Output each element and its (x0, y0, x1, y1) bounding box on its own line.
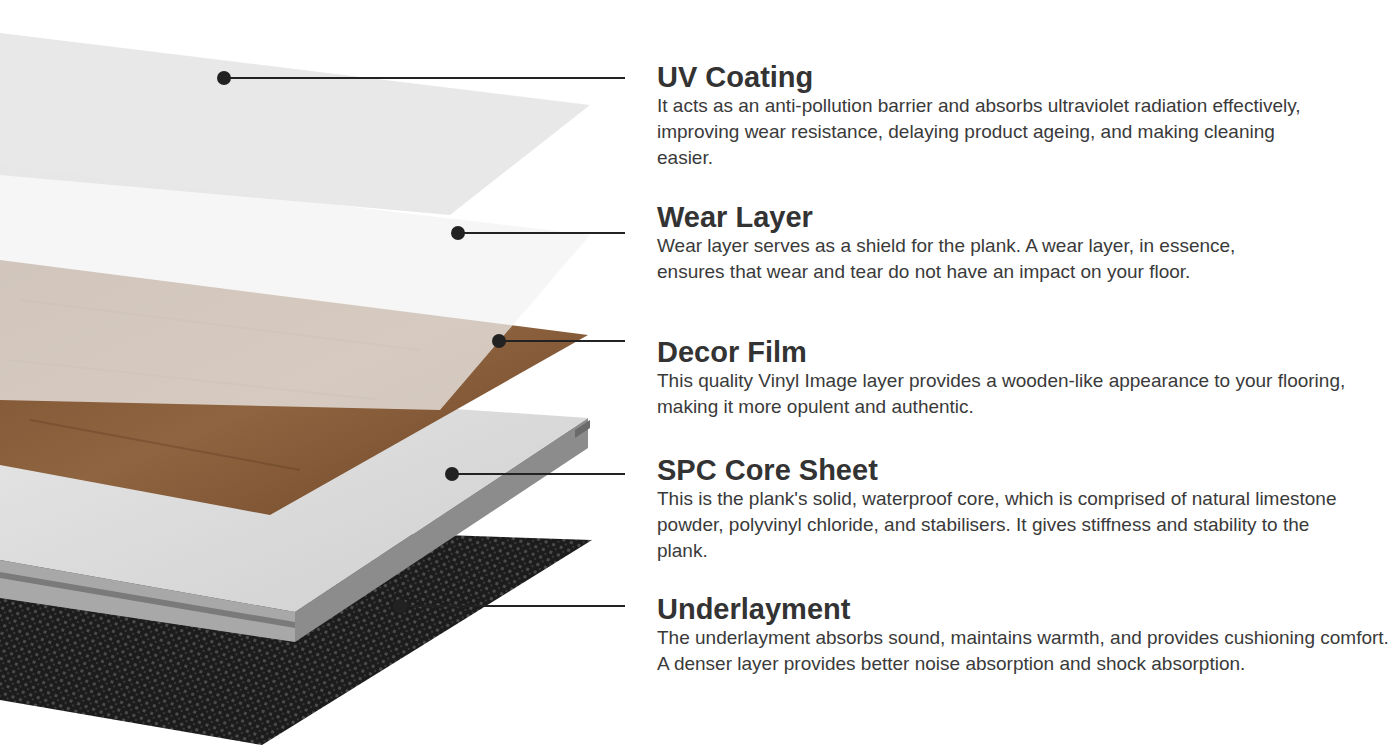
layer-heading: UV Coating (657, 62, 813, 92)
leader-dot (217, 71, 231, 85)
leader-dot (445, 467, 459, 481)
leader-dot (492, 334, 506, 348)
layer-heading: Wear Layer (657, 202, 813, 232)
leader-line (499, 340, 625, 342)
layer-description: This is the plank's solid, waterproof co… (657, 486, 1362, 564)
layer-description: The underlayment absorbs sound, maintain… (657, 625, 1392, 677)
leader-line (452, 473, 625, 475)
layer-heading: Underlayment (657, 594, 850, 624)
leader-line (458, 232, 625, 234)
layer-heading: Decor Film (657, 337, 807, 367)
layer-heading: SPC Core Sheet (657, 455, 878, 485)
uv-coating-sheet (0, 33, 590, 215)
wear-layer-sheet (0, 165, 590, 410)
leader-line (400, 605, 625, 607)
layer-description: This quality Vinyl Image layer provides … (657, 368, 1357, 420)
leader-dot (393, 599, 407, 613)
layer-description: Wear layer serves as a shield for the pl… (657, 233, 1307, 285)
leader-dot (451, 226, 465, 240)
layer-description: It acts as an anti-pollution barrier and… (657, 93, 1317, 171)
leader-line (224, 77, 625, 79)
